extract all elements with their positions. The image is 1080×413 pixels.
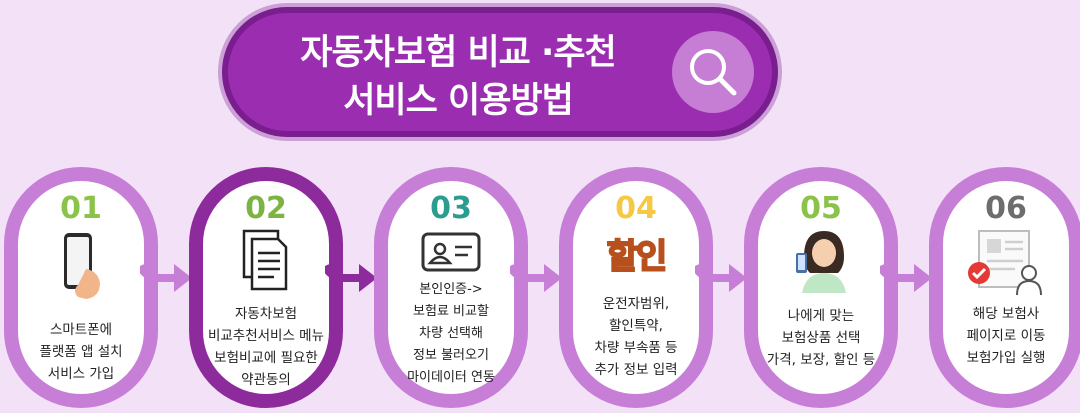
step-line: 할인특약,	[609, 318, 663, 334]
step-line: 차량 선택해	[419, 326, 483, 341]
step-card-5: 05 나에게 맞는 보험상품 선택 가격, 보장, 할인 등	[744, 167, 898, 408]
step-description: 자동차보험 비교추천서비스 메뉴 보험비교에 필요한 약관동의	[197, 303, 335, 391]
smartphone-icon	[58, 231, 104, 305]
arrow-right-icon	[880, 264, 932, 292]
step-card-2: 02 자동차보험 비교추천서비스 메뉴 보험비교에 필요한 약관동의	[189, 167, 343, 408]
step-line: 보험상품 선택	[781, 330, 861, 346]
title-banner: 자동차보험 비교 ·추천 서비스 이용방법	[222, 7, 778, 137]
step-line: 보험비교에 필요한	[214, 350, 318, 366]
step-line: 보험료 비교할	[413, 304, 489, 319]
step-card-4: 04 할인 운전자범위, 할인특약, 차량 부속품 등 추가 정보 입력	[559, 167, 713, 408]
step-line: 약관동의	[241, 372, 291, 388]
document-icon	[240, 229, 292, 295]
step-number: 04	[615, 191, 657, 226]
profile-check-icon	[965, 227, 1047, 301]
arrow-right-icon	[140, 264, 192, 292]
step-line: 나에게 맞는	[787, 308, 855, 324]
discount-badge: 할인	[606, 229, 669, 278]
step-line: 보험가입 실행	[966, 350, 1046, 366]
search-icon	[672, 31, 754, 113]
step-card-3: 03 본인인증-> 보험료 비교할 차량 선택해 정보 불러오기 마이데이터 연…	[374, 167, 528, 408]
step-number: 01	[60, 191, 102, 226]
step-line: 플랫폼 앱 설치	[39, 344, 123, 360]
step-number: 06	[985, 191, 1027, 226]
step-description: 나에게 맞는 보험상품 선택 가격, 보장, 할인 등	[752, 305, 890, 371]
step-line: 페이지로 이동	[966, 328, 1046, 344]
step-description: 운전자범위, 할인특약, 차량 부속품 등 추가 정보 입력	[567, 293, 705, 381]
step-card-1: 01 스마트폰에 플랫폼 앱 설치 서비스 가입	[4, 167, 158, 408]
person-with-phone-icon	[790, 227, 852, 297]
step-description: 해당 보험사 페이지로 이동 보험가입 실행	[937, 303, 1075, 369]
step-number: 05	[800, 191, 842, 226]
step-line: 자동차보험	[234, 306, 298, 322]
step-line: 정보 불러오기	[413, 348, 489, 363]
discount-badge-text: 할인	[606, 236, 669, 278]
step-line: 마이데이터 연동	[407, 370, 495, 385]
step-line: 운전자범위,	[602, 296, 670, 312]
step-line: 비교추천서비스 메뉴	[207, 328, 325, 344]
arrow-right-icon	[325, 264, 377, 292]
step-line: 본인인증->	[419, 282, 483, 297]
step-line: 가격, 보장, 할인 등	[766, 352, 876, 368]
step-line: 스마트폰에	[49, 322, 113, 338]
step-line: 서비스 가입	[47, 366, 115, 382]
step-number: 02	[245, 191, 287, 226]
step-line: 차량 부속품 등	[594, 340, 678, 356]
step-line: 해당 보험사	[972, 306, 1040, 322]
arrow-right-icon	[510, 264, 562, 292]
step-description: 스마트폰에 플랫폼 앱 설치 서비스 가입	[12, 319, 150, 385]
id-card-icon	[420, 231, 482, 277]
arrow-right-icon	[695, 264, 747, 292]
title-line-2: 서비스 이용방법	[343, 81, 574, 121]
step-line: 추가 정보 입력	[594, 362, 678, 378]
title-line-1: 자동차보험 비교 ·추천	[300, 33, 616, 73]
step-card-6: 06 해당 보험사 페이지로 이동 보험가입 실행	[929, 167, 1080, 408]
step-number: 03	[430, 191, 472, 226]
step-description: 본인인증-> 보험료 비교할 차량 선택해 정보 불러오기 마이데이터 연동	[382, 279, 520, 389]
page-title: 자동차보험 비교 ·추천 서비스 이용방법	[268, 29, 648, 125]
